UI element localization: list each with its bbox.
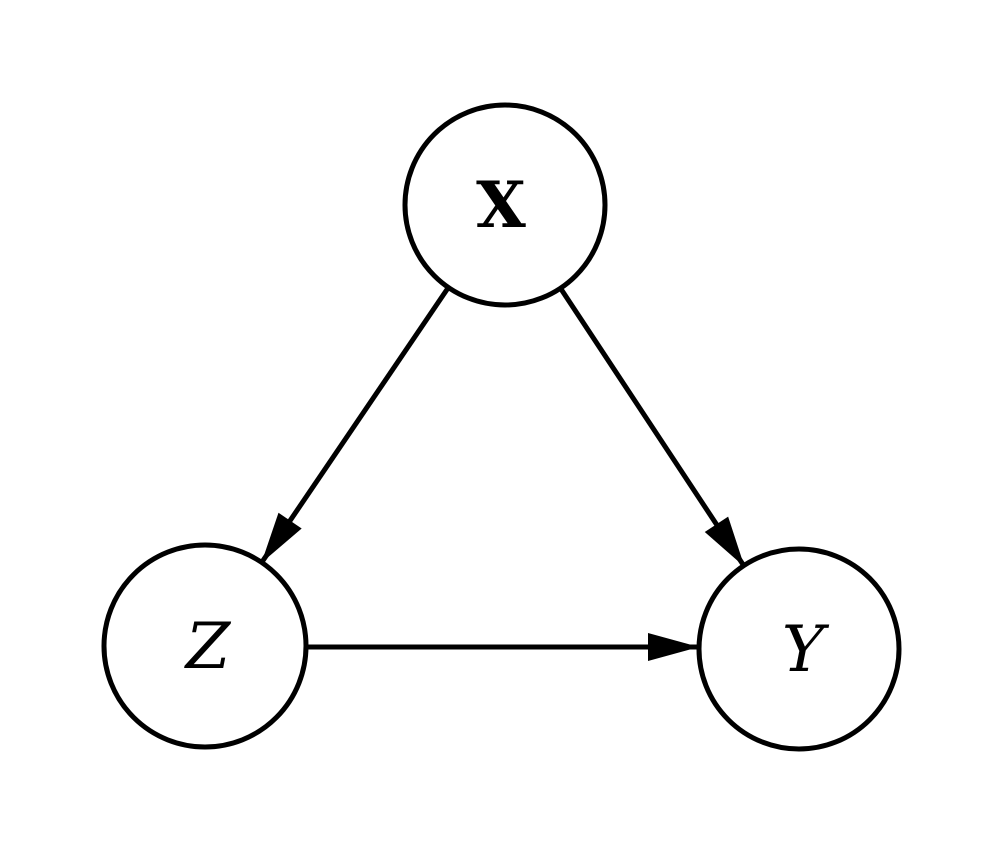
node-y-label: Y: [782, 613, 830, 687]
node-z-circle: [101, 542, 309, 750]
edge-x-to-z: [259, 286, 451, 564]
node-y-circle: [696, 546, 902, 752]
node-x-circle: [402, 102, 608, 308]
edge-x-to-y: [558, 287, 747, 568]
node-z-label: Z: [184, 610, 232, 684]
node-x-label: X: [476, 168, 526, 243]
